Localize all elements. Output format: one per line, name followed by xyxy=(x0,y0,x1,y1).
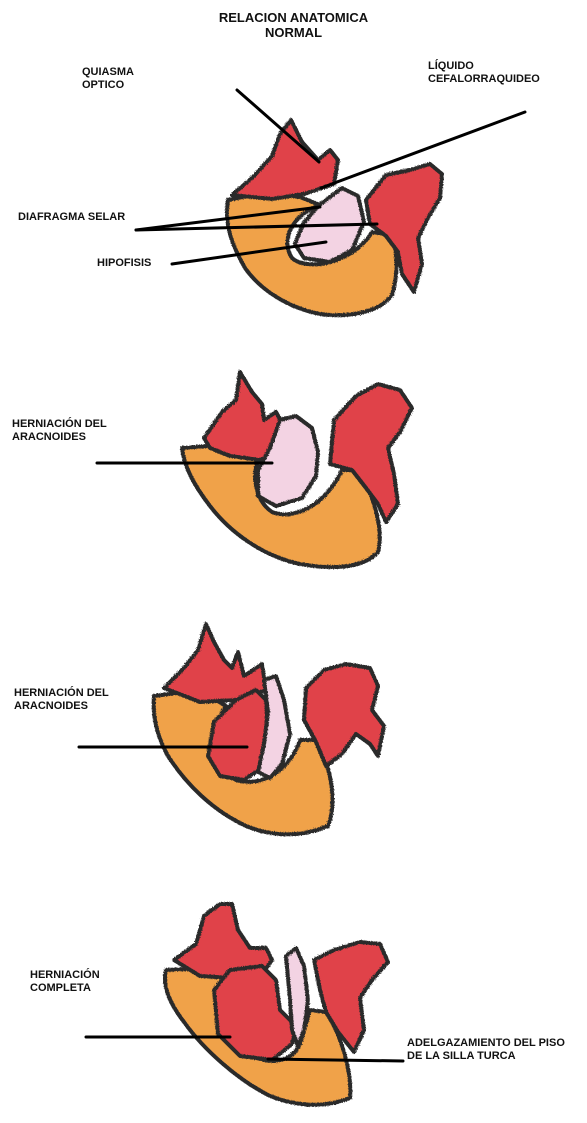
panel-herniacion-1 xyxy=(182,372,412,567)
pointer-adelgazamiento xyxy=(268,1059,403,1061)
panel-herniacion-2 xyxy=(154,624,384,834)
quiasma-red-3 xyxy=(164,624,266,702)
panel-herniacion-completa xyxy=(165,904,388,1105)
panel-normal xyxy=(227,120,442,315)
